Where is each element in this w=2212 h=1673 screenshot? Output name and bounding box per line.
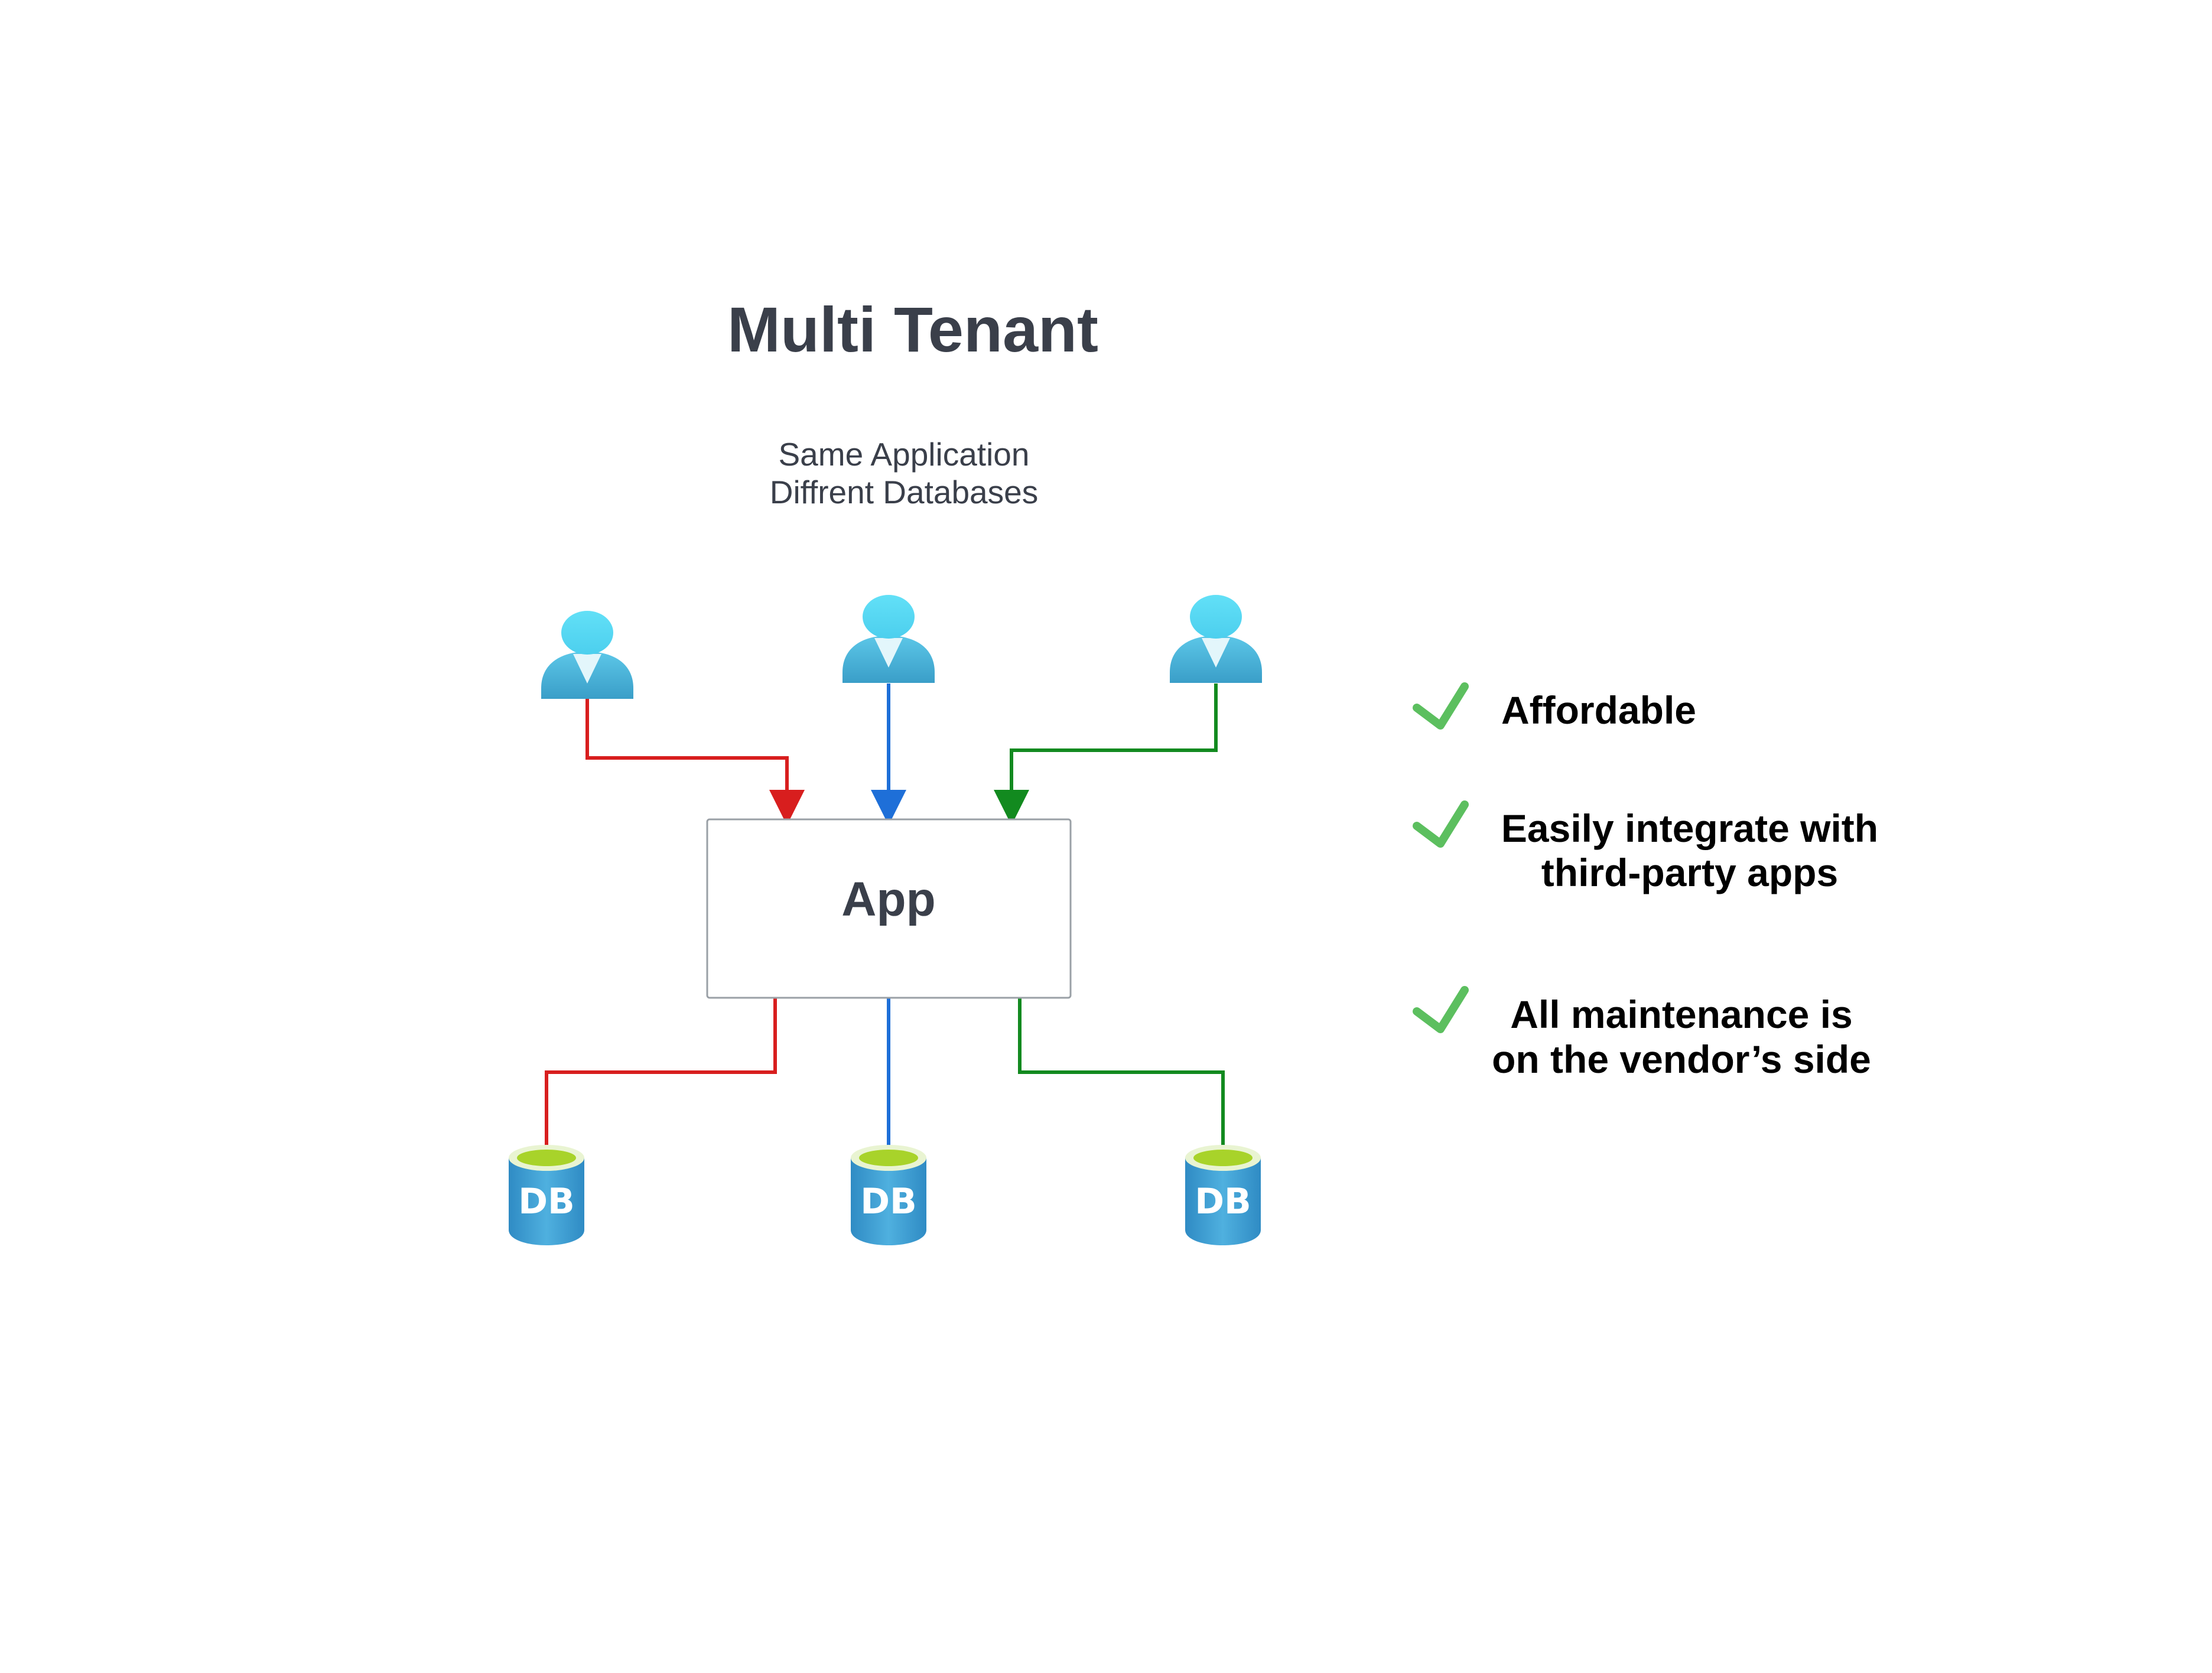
tenant-1-user-to-app-connector — [585, 699, 805, 825]
page-title: Multi Tenant — [727, 294, 1098, 365]
database-label: DB — [1195, 1181, 1251, 1222]
tenant-3-user-icon — [1170, 595, 1262, 683]
app-box: App — [706, 818, 1072, 999]
tenant-1-app-to-db-connector — [545, 998, 777, 1147]
app-label: App — [841, 873, 935, 926]
benefit-label-line-2: third-party apps — [1541, 851, 1838, 894]
subtitle-line-1: Same Application — [779, 436, 1030, 473]
benefit-label-line-2: on the vendor’s side — [1492, 1037, 1871, 1081]
tenant-2-database-icon: DB — [851, 1145, 926, 1245]
tenant-3-app-to-db-connector — [1018, 998, 1225, 1147]
tenant-1-database-icon: DB — [509, 1145, 584, 1245]
benefit-label: Affordable — [1501, 688, 1696, 732]
benefit-label-line-1: All maintenance is — [1510, 992, 1853, 1036]
checkmark-icon — [1413, 986, 1469, 1033]
tenant-2-user-icon — [842, 595, 935, 683]
tenant-1-user-icon — [541, 611, 633, 699]
benefits-list: Affordable Easily integrate with third-p… — [1413, 682, 1878, 1081]
tenant-3-database-icon: DB — [1185, 1145, 1261, 1245]
tenant-3-user-to-app-connector — [994, 683, 1218, 825]
benefit-item-integration: Easily integrate with third-party apps — [1413, 800, 1878, 894]
benefit-item-maintenance: All maintenance is on the vendor’s side — [1413, 986, 1871, 1081]
subtitle-line-2: Diffrent Databases — [770, 474, 1039, 510]
database-label: DB — [860, 1181, 917, 1222]
checkmark-icon — [1413, 682, 1469, 730]
checkmark-icon — [1413, 800, 1469, 848]
benefit-item-affordable: Affordable — [1413, 682, 1696, 732]
benefit-label-line-1: Easily integrate with — [1501, 806, 1878, 850]
database-label: DB — [518, 1181, 575, 1222]
